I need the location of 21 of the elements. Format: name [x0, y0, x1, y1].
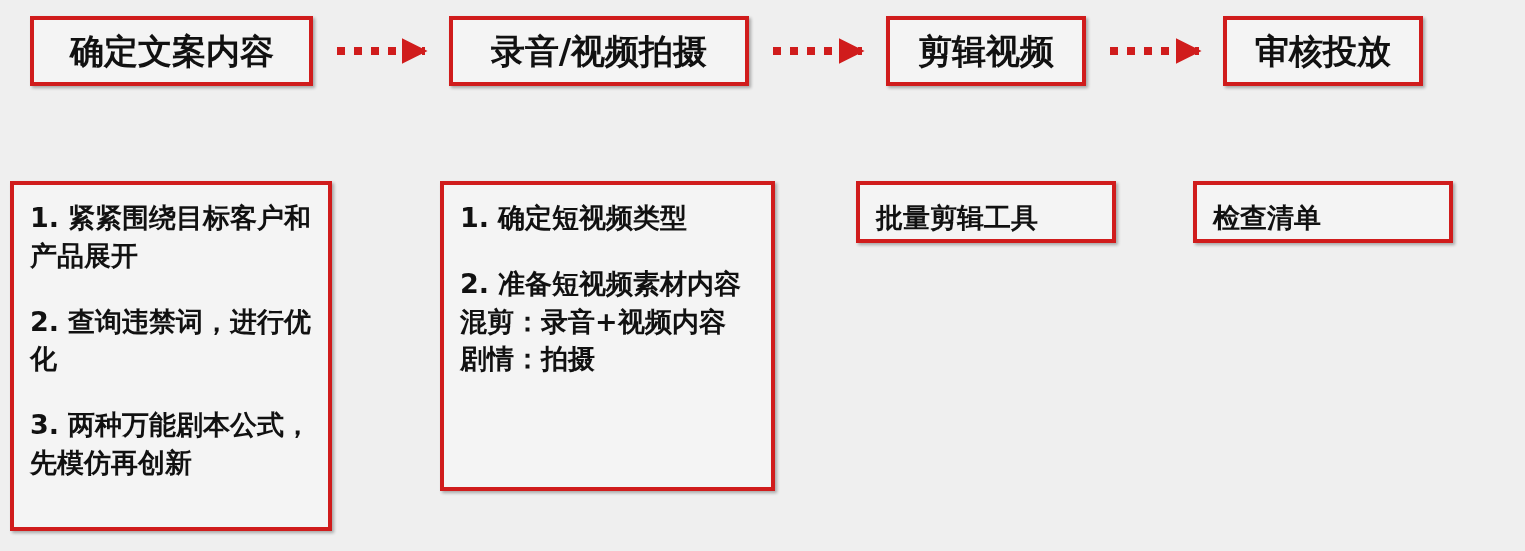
- step-title: 剪辑视频: [918, 30, 1054, 72]
- step-box: [1223, 16, 1423, 86]
- note-text: 1. 紧紧围绕目标客户和产品展开: [30, 201, 312, 273]
- step-box: [886, 16, 1086, 86]
- step-box: [30, 16, 313, 86]
- note-text: 3. 两种万能剧本公式，先模仿再创新: [30, 408, 312, 480]
- note-text: 1. 确定短视频类型: [460, 201, 688, 235]
- note-text: 剧情：拍摄: [460, 342, 595, 377]
- note-text: 批量剪辑工具: [876, 201, 1038, 235]
- note-text: 2. 准备短视频素材内容: [460, 266, 742, 301]
- note-text: 混剪：录音+视频内容: [460, 304, 726, 339]
- note-text: 2. 查询违禁词，进行优化: [30, 304, 312, 377]
- note-text: 检查清单: [1213, 201, 1321, 235]
- step-title: 审核投放: [1255, 30, 1391, 72]
- note-box: [10, 181, 332, 531]
- step-box: [449, 16, 749, 86]
- step-title: 确定文案内容: [69, 30, 274, 72]
- note-box: [856, 181, 1116, 243]
- step-title: 录音/视频拍摄: [490, 30, 708, 72]
- note-box: [440, 181, 775, 491]
- note-box: [1193, 181, 1453, 243]
